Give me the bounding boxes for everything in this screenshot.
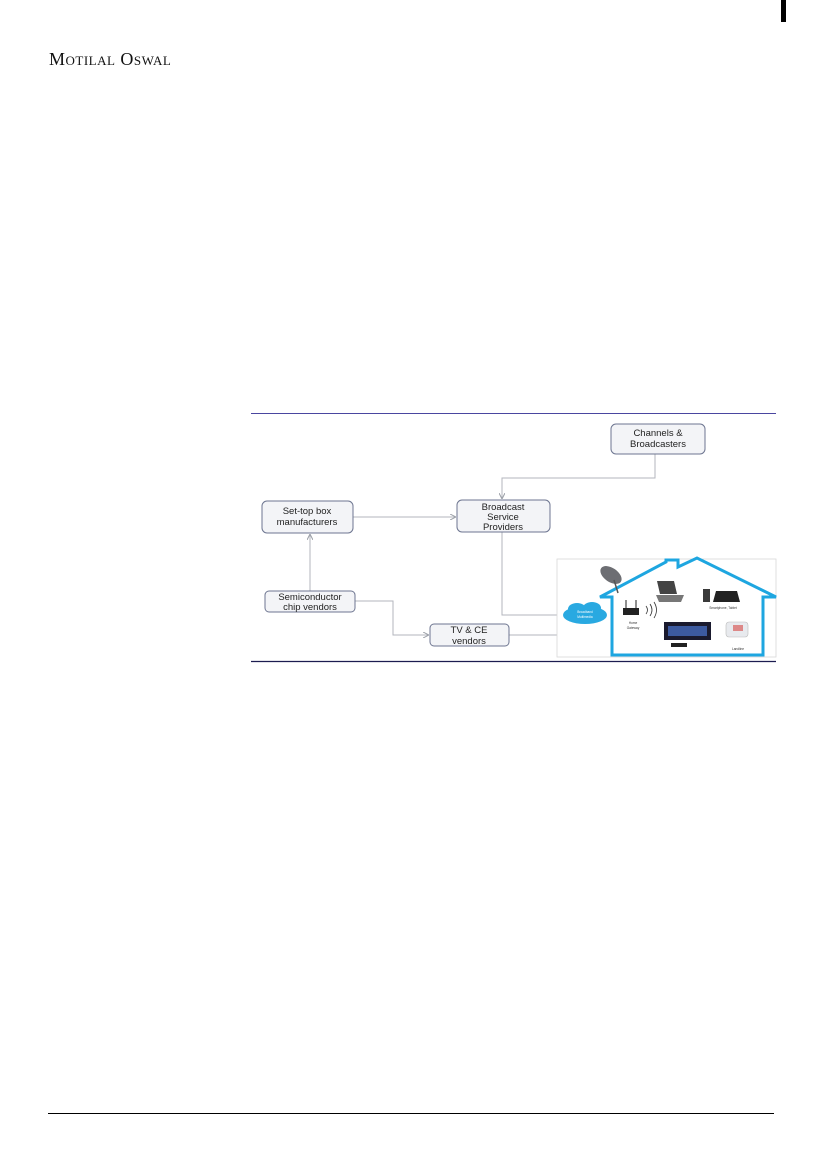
landline-phone-icon: Landline [725,621,749,651]
svg-text:Broadcast: Broadcast [482,502,525,513]
svg-text:Providers: Providers [483,522,523,533]
cloud-icon: Broadband Multimedia [563,602,607,624]
house-outline [599,556,777,657]
svg-text:Broadband: Broadband [577,610,593,614]
svg-text:Set-top box: Set-top box [283,506,332,517]
svg-text:Service: Service [487,512,519,523]
svg-text:Semiconductor: Semiconductor [278,592,341,603]
tv-icon [664,622,711,647]
node-settop-box-manufacturers: Set-top box manufacturers [261,500,354,534]
page-marker-bar [781,0,786,22]
svg-text:chip vendors: chip vendors [283,602,337,613]
svg-text:TV & CE: TV & CE [451,625,488,636]
node-semiconductor-chip-vendors: Semiconductor chip vendors [264,590,356,613]
brand-logo: Motilal Oswal [49,49,172,69]
node-tv-ce-vendors: TV & CE vendors [429,623,510,647]
svg-text:manufacturers: manufacturers [277,517,338,528]
laptop-icon [656,581,684,602]
satellite-dish-icon [600,566,622,594]
svg-text:Home: Home [629,621,638,625]
svg-text:Multimedia: Multimedia [577,615,593,619]
svg-text:Channels &: Channels & [633,428,683,439]
connector-semi-tvce [355,600,428,635]
svg-text:vendors: vendors [452,636,486,647]
connector-channels-broadcast [502,454,656,498]
node-channels-broadcasters: Channels & Broadcasters [610,423,706,455]
home-gateway-icon: Home Gateway [623,600,657,630]
home-network-illustration: Broadband Multimedia Home Gateway Smartp… [556,556,777,658]
connector-broadcast-home [501,532,562,616]
footer-rule [48,1113,774,1114]
svg-text:Broadcasters: Broadcasters [630,439,686,450]
svg-text:Gateway: Gateway [627,626,640,630]
smartphone-tablet-icon: Smartphone, Tablet [703,589,740,610]
svg-text:Landline: Landline [732,647,744,651]
svg-text:Smartphone, Tablet: Smartphone, Tablet [709,606,737,610]
node-broadcast-service-providers: Broadcast Service Providers [456,499,551,533]
